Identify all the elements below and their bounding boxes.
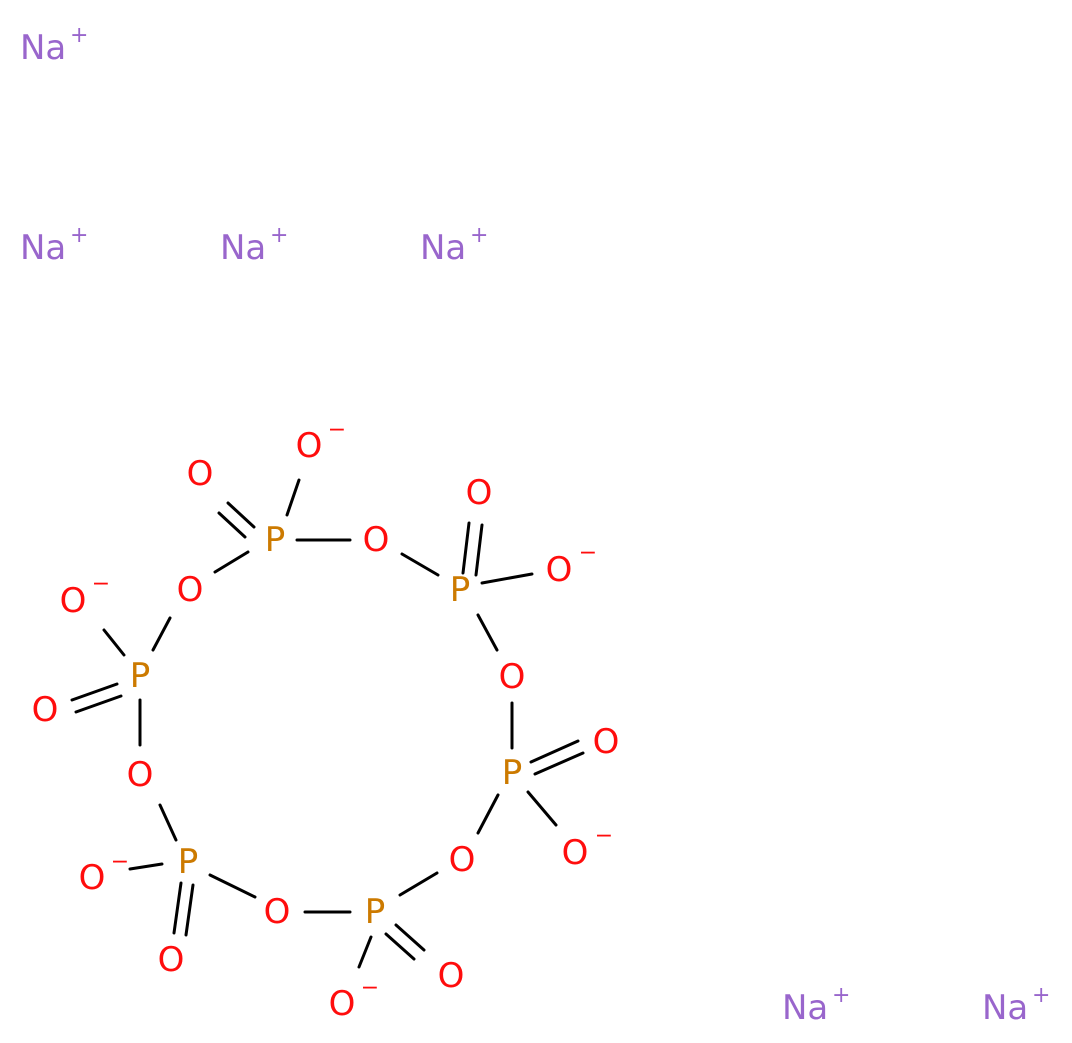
charge-neg-upper-right: −: [579, 541, 597, 566]
dbl-left-b: [74, 694, 123, 714]
sodium-symbol: Na: [20, 28, 66, 68]
charge-neg-bottom-left: −: [111, 850, 129, 875]
charge-pos: +: [70, 223, 88, 248]
charge-neg-bottom-right: −: [361, 976, 379, 1001]
atom-o-dbl-bottom-left: O: [158, 940, 185, 980]
dbl-bottom-right-b: [384, 932, 416, 961]
dbl-right-a: [529, 739, 580, 764]
sodium-ion: Na +: [982, 983, 1050, 1028]
atom-o-neg-upper-right: O: [546, 550, 573, 590]
charge-pos: +: [470, 223, 488, 248]
bond-p-bottom-left-o-bridge-lower-left: [158, 803, 178, 842]
bond-neg-left: [102, 628, 126, 657]
bond-o-bridge-upper-left-p-top: [213, 550, 250, 574]
atom-o-dbl-right: O: [593, 722, 620, 762]
dbl-left-a: [70, 682, 119, 702]
sodium-symbol: Na: [20, 228, 66, 268]
sodium-symbol: Na: [982, 988, 1028, 1028]
dbl-top-a: [226, 501, 256, 529]
atom-o-dbl-bottom-right: O: [438, 956, 465, 996]
phosphorus-atoms: P P P P P P: [130, 520, 523, 932]
charge-pos: +: [270, 223, 288, 248]
charge-pos: +: [1032, 983, 1050, 1008]
bond-o-bridge-bottom-p-bottom-left: [208, 873, 257, 899]
atom-o-bridge-upper-left: O: [177, 570, 204, 610]
charge-neg-left: −: [92, 572, 110, 597]
bond-neg-top: [285, 478, 301, 517]
bond-neg-upper-right: [480, 572, 534, 585]
sodium-ion: Na +: [20, 223, 88, 268]
charge-neg-right: −: [595, 824, 613, 849]
bond-p-upper-right-o-bridge-right: [476, 613, 499, 652]
charge-pos: +: [70, 23, 88, 48]
dbl-top-b: [217, 511, 247, 539]
atom-o-bridge-top: O: [363, 520, 390, 560]
bond-neg-bottom-left: [128, 862, 164, 871]
atom-p-upper-right: P: [450, 570, 471, 610]
sodium-ion: Na +: [782, 983, 850, 1028]
sodium-ions: Na + Na + Na + Na + Na + Na +: [20, 23, 1050, 1028]
atom-o-neg-bottom-right: O: [329, 984, 356, 1024]
atom-o-bridge-right: O: [499, 657, 526, 697]
atom-p-bottom-right: P: [365, 892, 386, 932]
bonds: [70, 478, 585, 969]
oxygen-atoms: O O O O O O O O O O O O O O O O O O: [32, 426, 620, 1024]
atom-o-neg-bottom-left: O: [79, 858, 106, 898]
atom-p-top: P: [265, 520, 286, 560]
negative-charges: − − − − − −: [92, 418, 613, 1001]
sodium-symbol: Na: [782, 988, 828, 1028]
atom-o-dbl-left: O: [32, 690, 59, 730]
atom-o-dbl-upper-right: O: [466, 473, 493, 513]
dbl-upper-right-a: [461, 521, 471, 575]
charge-neg-top: −: [328, 418, 346, 443]
dbl-bottom-left-b: [184, 883, 195, 937]
sodium-ion: Na +: [20, 23, 88, 68]
atom-o-bridge-bottom: O: [264, 892, 291, 932]
charge-pos: +: [832, 983, 850, 1008]
atom-p-right: P: [502, 753, 523, 793]
bond-p-left-o-bridge-upper-left: [151, 616, 172, 652]
sodium-ion: Na +: [420, 223, 488, 268]
atom-o-neg-top: O: [296, 426, 323, 466]
bond-o-bridge-top-p-upper-right: [400, 552, 440, 577]
atom-o-neg-left: O: [60, 581, 87, 621]
atom-p-left: P: [130, 656, 151, 696]
atom-o-bridge-lower-left: O: [127, 755, 154, 795]
bond-o-bridge-lower-right-p-bottom-right: [398, 871, 439, 897]
bond-neg-right: [526, 790, 558, 827]
dbl-bottom-left-a: [172, 881, 183, 935]
sodium-ion: Na +: [220, 223, 288, 268]
dbl-bottom-right-a: [394, 923, 426, 952]
atom-p-bottom-left: P: [178, 842, 199, 882]
sodium-symbol: Na: [220, 228, 266, 268]
atom-o-neg-right: O: [562, 833, 589, 873]
dbl-upper-right-b: [474, 523, 484, 577]
atom-o-bridge-lower-right: O: [449, 840, 476, 880]
atom-o-dbl-top: O: [187, 454, 214, 494]
bond-neg-bottom-right: [357, 935, 373, 969]
bond-p-right-o-bridge-lower-right: [476, 793, 500, 835]
dbl-right-b: [533, 751, 585, 776]
sodium-symbol: Na: [420, 228, 466, 268]
